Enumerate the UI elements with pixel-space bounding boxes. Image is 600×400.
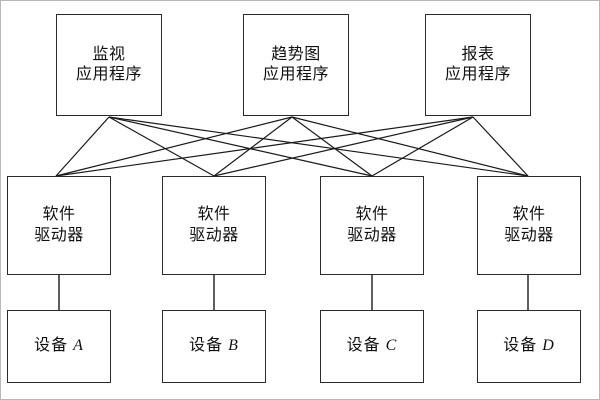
device-a-name: A [73, 337, 84, 355]
application-node-monitor[interactable]: 监视 应用程序 [56, 14, 162, 116]
edge-app-trend-to-driver-a [55, 116, 293, 177]
driver-d-line2: 驱动器 [504, 226, 554, 244]
driver-device-stems [58, 275, 529, 310]
edge-app-trend-to-driver-b [213, 116, 293, 177]
application-node-report[interactable]: 报表 应用程序 [425, 14, 531, 116]
edge-app-monitor-to-driver-d [108, 116, 529, 177]
edge-app-report-to-driver-b [213, 116, 474, 177]
application-monitor-line1: 监视 [92, 45, 126, 63]
device-a-label: 设备 [34, 337, 69, 355]
driver-node-c[interactable]: 软件 驱动器 [320, 176, 424, 275]
application-report-line2: 应用程序 [444, 66, 511, 83]
application-node-trend[interactable]: 趋势图 应用程序 [243, 14, 349, 116]
edge-app-monitor-to-driver-a [55, 116, 110, 177]
device-d-label-wrap: 设备 D [503, 336, 555, 356]
driver-node-b[interactable]: 软件 驱动器 [162, 176, 266, 275]
device-b-name: B [228, 337, 239, 355]
device-node-c[interactable]: 设备 C [320, 310, 424, 383]
application-trend-line1: 趋势图 [271, 45, 321, 63]
device-node-b[interactable]: 设备 B [162, 310, 266, 383]
driver-node-a[interactable]: 软件 驱动器 [7, 176, 111, 275]
driver-a-line1: 软件 [42, 206, 76, 224]
edge-app-report-to-driver-c [371, 116, 474, 177]
driver-c-line1: 软件 [355, 206, 389, 224]
device-c-label: 设备 [346, 337, 381, 355]
device-c-name: C [385, 337, 398, 355]
edge-app-report-to-driver-d [472, 116, 529, 177]
driver-b-line1: 软件 [197, 206, 231, 224]
application-monitor-line2: 应用程序 [75, 66, 142, 83]
device-d-label: 设备 [503, 337, 538, 355]
device-b-label: 设备 [189, 337, 224, 355]
edge-app-monitor-to-driver-c [108, 116, 373, 177]
driver-b-line2: 驱动器 [189, 226, 239, 244]
device-c-label-wrap: 设备 C [347, 336, 398, 356]
edge-app-trend-to-driver-c [291, 116, 373, 177]
device-b-label-wrap: 设备 B [189, 336, 239, 356]
driver-a-line2: 驱动器 [34, 226, 84, 244]
edge-app-trend-to-driver-d [291, 116, 529, 177]
device-node-a[interactable]: 设备 A [7, 310, 111, 383]
driver-node-d[interactable]: 软件 驱动器 [477, 176, 581, 275]
driver-c-line2: 驱动器 [347, 226, 397, 244]
device-node-d[interactable]: 设备 D [477, 310, 581, 383]
application-trend-line2: 应用程序 [262, 66, 329, 83]
driver-d-line1: 软件 [512, 206, 546, 224]
edge-app-monitor-to-driver-b [108, 116, 215, 177]
device-a-label-wrap: 设备 A [34, 336, 84, 356]
device-d-name: D [542, 337, 555, 355]
application-driver-edges [55, 116, 529, 177]
edge-app-report-to-driver-a [55, 116, 474, 177]
application-report-line1: 报表 [461, 45, 495, 63]
